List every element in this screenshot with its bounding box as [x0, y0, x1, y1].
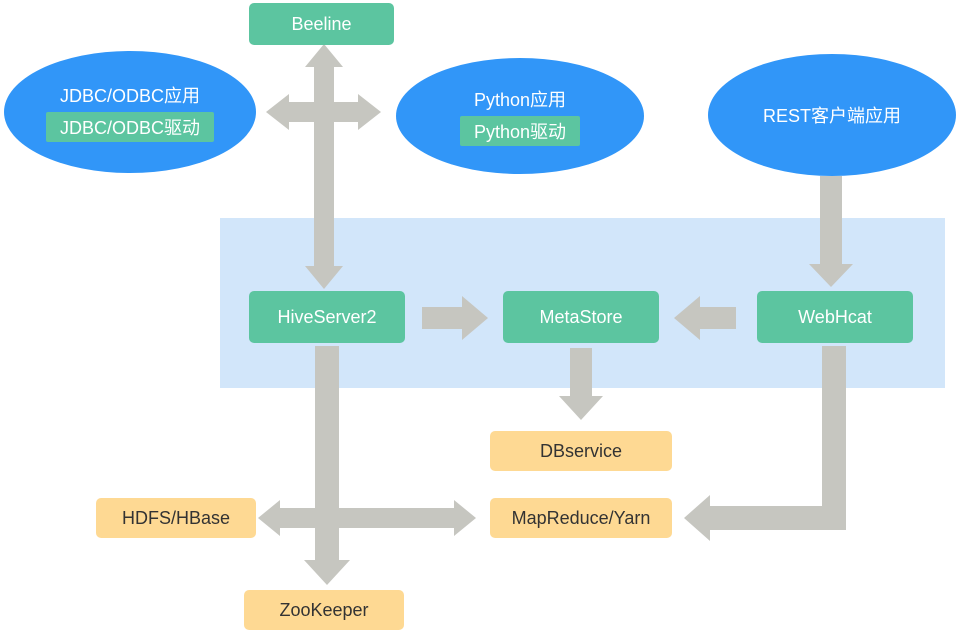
arrow-webhcat-mapreduce [684, 346, 846, 541]
jdbc-odbc-driver-label: JDBC/ODBC驱动 [45, 112, 214, 142]
arrow-beeline-hiveserver2 [305, 44, 343, 289]
beeline-box: Beeline [249, 3, 394, 45]
rest-client-app-label: REST客户端应用 [762, 106, 901, 126]
mapreduce-yarn-label: MapReduce/Yarn [511, 507, 651, 528]
metastore-box: MetaStore [503, 291, 659, 343]
dbservice-box: DBservice [490, 431, 672, 471]
hdfs-hbase-label: HDFS/HBase [121, 507, 231, 528]
python-driver-label: Python驱动 [459, 116, 581, 146]
mapreduce-yarn-box: MapReduce/Yarn [490, 498, 672, 538]
arrow-metastore-dbservice [559, 348, 603, 420]
webhcat-label: WebHcat [798, 306, 872, 327]
webhcat-box: WebHcat [757, 291, 913, 343]
python-app-label: Python应用 [473, 90, 567, 110]
zookeeper-label: ZooKeeper [279, 599, 369, 620]
hiveserver2-box: HiveServer2 [249, 291, 405, 343]
dbservice-label: DBservice [539, 440, 623, 461]
arrow-jdbc-python [266, 94, 381, 130]
arrow-hdfs-mapreduce [258, 500, 476, 536]
zookeeper-box: ZooKeeper [244, 590, 404, 630]
hiveserver2-label: HiveServer2 [277, 306, 377, 327]
arrow-webhcat-metastore [674, 296, 736, 340]
jdbc-odbc-app-label: JDBC/ODBC应用 [59, 86, 200, 106]
python-app-oval: Python应用 Python驱动 [396, 58, 644, 174]
beeline-label: Beeline [291, 13, 352, 34]
arrow-rest-webhcat [809, 176, 853, 287]
hdfs-hbase-box: HDFS/HBase [96, 498, 256, 538]
arrow-hiveserver2-metastore [422, 296, 488, 340]
metastore-label: MetaStore [539, 306, 623, 327]
rest-client-app-oval: REST客户端应用 [708, 54, 956, 176]
jdbc-odbc-app-oval: JDBC/ODBC应用 JDBC/ODBC驱动 [4, 51, 256, 173]
arrow-hiveserver2-zookeeper [304, 346, 350, 585]
